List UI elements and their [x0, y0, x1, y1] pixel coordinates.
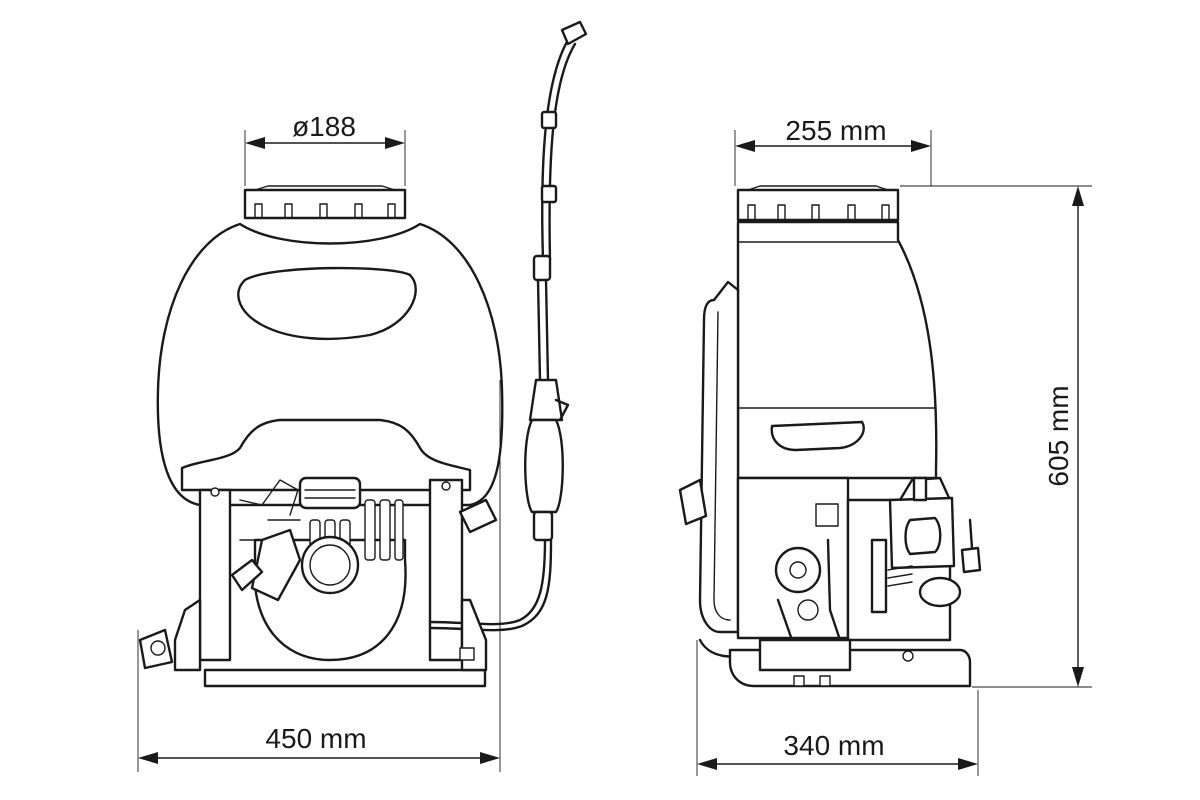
flywheel-hub	[309, 544, 351, 586]
side-lid-ridge	[747, 185, 889, 191]
front-view	[138, 20, 588, 688]
left-valve-knob	[150, 640, 166, 656]
frame-right	[428, 478, 464, 662]
back-pad-inner	[713, 311, 731, 621]
lance-joint	[532, 254, 552, 282]
frame-left	[198, 488, 232, 662]
side-tank-body	[736, 220, 938, 480]
side-filler-neck	[815, 503, 839, 527]
intake-pipe	[230, 558, 264, 592]
outlet-fitting	[458, 498, 498, 534]
side-fuel-window	[904, 516, 942, 556]
side-view	[678, 185, 982, 688]
label-front-width: 450 mm	[265, 723, 366, 754]
side-base-clamp	[758, 638, 852, 672]
side-primer	[960, 546, 982, 574]
base-plate	[203, 668, 487, 688]
side-spring	[887, 565, 913, 587]
label-height: 605 mm	[1043, 385, 1074, 486]
side-tank-seam	[737, 241, 937, 409]
side-air-filter	[918, 576, 962, 608]
side-base-foot-a	[793, 675, 805, 687]
side-starter-hub	[789, 561, 807, 579]
engine-linkage	[239, 479, 301, 541]
label-top-diameter: ø188	[292, 111, 356, 142]
spray-lance	[524, 20, 588, 542]
base-foot-left	[173, 598, 202, 672]
side-lid-ribs	[747, 204, 890, 221]
side-base-foot-b	[819, 675, 831, 687]
lance-nozzle	[560, 20, 588, 46]
lance-clip-top	[540, 110, 558, 130]
harness-buckle	[678, 478, 708, 526]
trigger-valve	[528, 378, 564, 422]
back-pad	[698, 280, 740, 634]
lid-ribs	[254, 203, 396, 219]
dimension-labels: ø188 450 mm 255 mm 340 mm 605 mm	[265, 111, 1074, 761]
dimension-lines	[137, 130, 1092, 776]
base-nut	[459, 647, 475, 661]
side-bracket	[870, 538, 888, 614]
trigger-lever	[554, 398, 570, 422]
lance-clip-bottom	[540, 184, 558, 204]
side-pump-cap	[797, 599, 819, 621]
lid-ridge	[254, 185, 396, 191]
cylinder-head	[298, 476, 362, 510]
engine-shroud	[180, 418, 472, 492]
side-primer-tube	[968, 518, 974, 550]
tank-window	[237, 266, 417, 341]
side-recoil-starter	[774, 546, 822, 594]
label-side-top-width: 255 mm	[785, 115, 886, 146]
side-throttle-lever	[912, 476, 928, 502]
frame-bolt-left	[210, 487, 220, 497]
side-base-bolt	[902, 650, 914, 662]
frame-bolt-right	[441, 481, 451, 491]
lance-handle	[524, 418, 564, 514]
handle-coupling	[532, 510, 554, 542]
label-side-base-width: 340 mm	[783, 730, 884, 761]
side-tank-window	[770, 420, 865, 452]
